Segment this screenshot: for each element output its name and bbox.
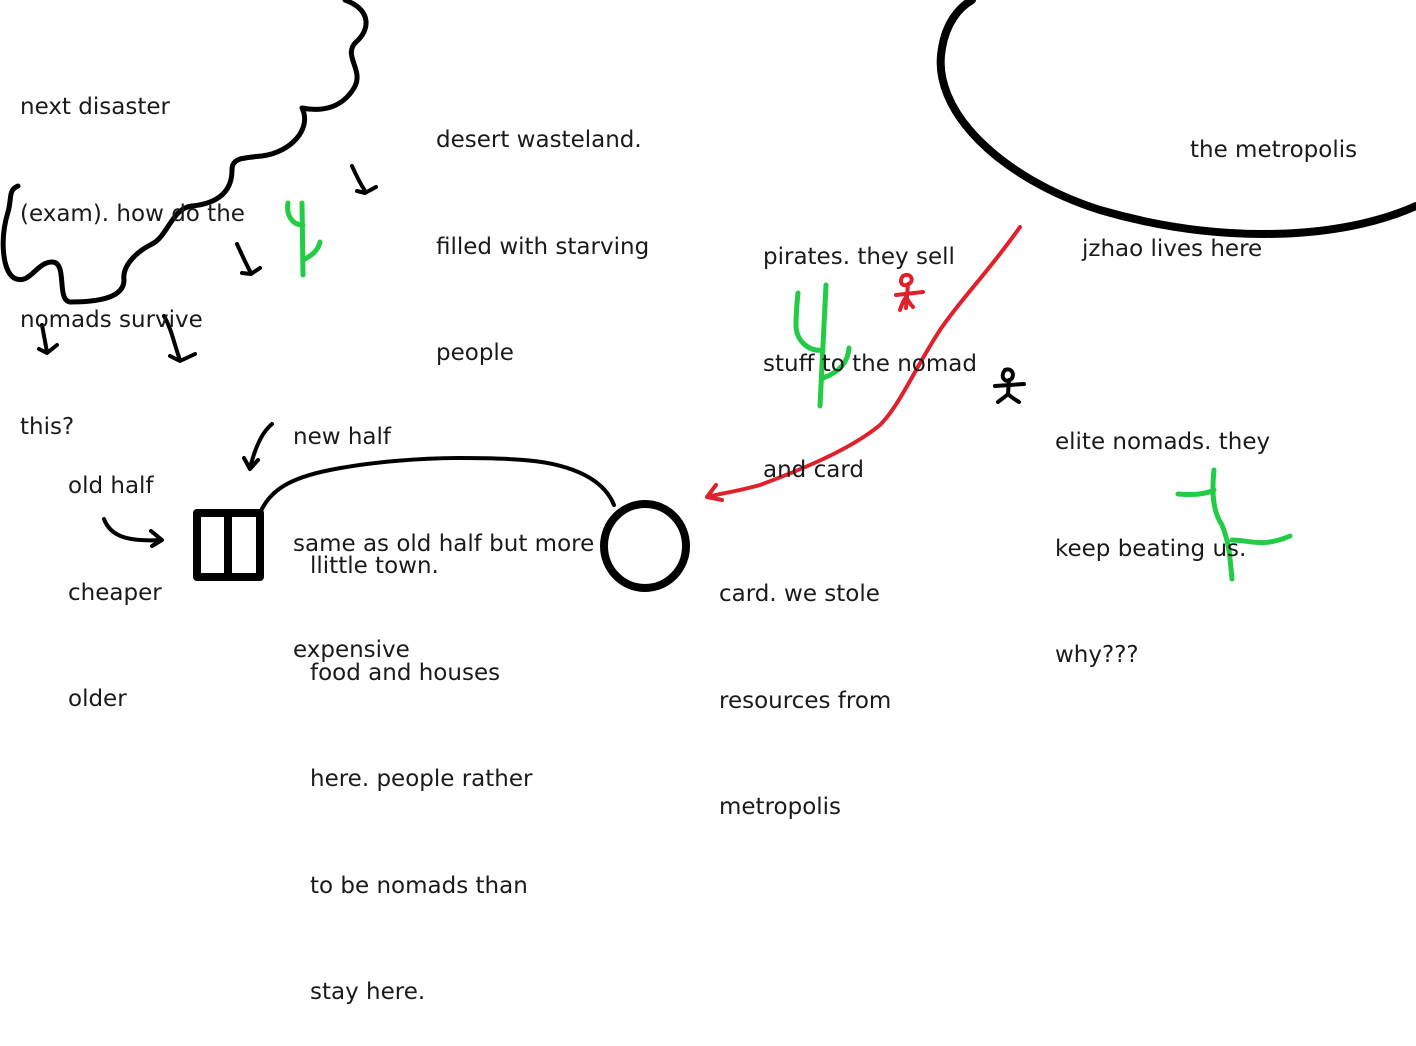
disaster-note: next disaster (exam). how do the nomads … <box>20 19 245 481</box>
road-path <box>258 456 616 515</box>
card-circle-icon <box>600 500 690 592</box>
text-line: and card <box>763 457 864 483</box>
text-line: to be nomads than <box>310 872 528 899</box>
text-line: card. we stole <box>719 581 880 607</box>
red-route-arrow <box>705 225 1022 502</box>
desert-note: desert wasteland. filled with starving p… <box>436 52 649 407</box>
pirates-note: pirates. they sell stuff to the nomad an… <box>763 169 977 524</box>
text-line: jzhao lives here <box>1082 236 1263 262</box>
text-line: here. people rather <box>310 766 533 792</box>
text-line: keep beating us. <box>1055 535 1247 562</box>
cactus-icon <box>1175 467 1293 582</box>
text-line: the metropolis <box>1190 137 1358 163</box>
old-half-note: old half cheaper older <box>68 398 162 753</box>
card-note: card. we stole resources from metropolis <box>719 506 891 861</box>
text-line: older <box>68 686 127 712</box>
new-half-note: new half same as old half but more expen… <box>293 349 594 704</box>
text-line: cheaper <box>68 579 162 606</box>
text-line: food and houses <box>310 659 501 686</box>
cactus-icon <box>793 282 852 409</box>
text-line: llittle town. <box>310 553 439 579</box>
text-line: metropolis <box>719 794 842 820</box>
old-half-arrow <box>102 517 164 548</box>
text-line: this? <box>20 413 75 440</box>
text-line: people <box>436 340 514 366</box>
text-line: filled with starving <box>436 233 650 260</box>
text-line: elite nomads. they <box>1055 429 1271 455</box>
new-half-arrow <box>242 422 274 471</box>
text-line: same as old half but more <box>293 530 595 557</box>
town-note: llittle town. food and houses here. peop… <box>310 478 532 1046</box>
metropolis-label: the metropolis <box>1190 62 1357 204</box>
text-line: (exam). how do the <box>20 200 245 227</box>
rain-arrow-icon <box>37 164 378 363</box>
jzhao-label: jzhao lives here <box>1082 161 1262 303</box>
text-line: expensive <box>293 637 410 663</box>
text-line: resources from <box>719 687 892 714</box>
text-line: stay here. <box>310 979 426 1005</box>
text-line: pirates. they sell <box>763 244 955 270</box>
text-line: new half <box>293 424 392 450</box>
text-line: old half <box>68 473 154 499</box>
sketch-canvas <box>0 0 1416 592</box>
text-line: why??? <box>1055 642 1139 668</box>
metropolis-ellipse-icon <box>936 0 1416 238</box>
text-line: next disaster <box>20 94 170 120</box>
nomad-stick-figure-icon <box>993 367 1026 404</box>
pirate-stick-figure-icon <box>894 273 925 312</box>
cactus-icon <box>285 200 323 278</box>
storm-cloud-icon <box>0 0 369 305</box>
text-line: desert wasteland. <box>436 127 642 153</box>
text-line: stuff to the nomad <box>763 350 977 377</box>
town-building-icon <box>193 509 264 581</box>
elite-nomads-note: elite nomads. they keep beating us. why?… <box>1055 354 1270 709</box>
text-line: nomads survive <box>20 307 203 333</box>
